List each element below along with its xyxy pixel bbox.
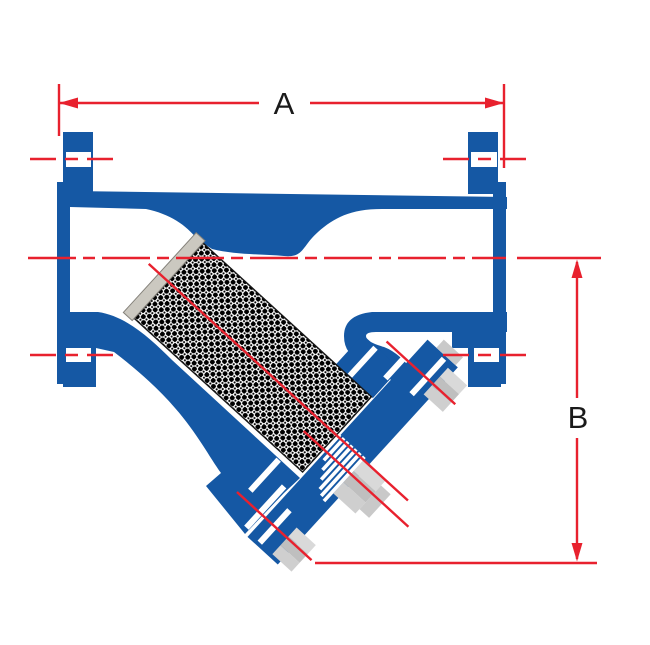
a-arrow-right — [485, 97, 504, 109]
wall-joint-slash — [248, 457, 281, 493]
cover-tip-nut — [436, 339, 464, 366]
drain-plug-threads — [318, 433, 366, 503]
wall-joint-slash — [347, 345, 378, 378]
cover-joint-slash — [409, 356, 447, 397]
drain-plug-tip — [359, 485, 391, 518]
cover-bolt-centerline-lower — [236, 491, 313, 562]
b-arrow-down — [571, 543, 583, 562]
drain-plug-head — [333, 460, 391, 518]
valve-body — [57, 132, 507, 534]
body-top-wall — [70, 191, 507, 257]
drain-plug-centerline — [302, 430, 410, 528]
dimension-b: B — [315, 256, 601, 565]
cover-bolt-nut-lower — [272, 527, 316, 572]
cover-bolt-centerline-upper — [385, 340, 457, 406]
left-top-bolt-hole — [66, 152, 91, 167]
branch-axis-centerline — [147, 262, 409, 502]
cover-bolt-nut-upper — [423, 339, 468, 412]
body-bottom-wall-left — [65, 312, 300, 534]
dim-b-label: B — [568, 400, 589, 435]
centerlines — [28, 157, 530, 562]
branch-assembly — [244, 334, 468, 572]
b-arrow-up — [571, 259, 583, 278]
dimension-a: A — [57, 84, 506, 168]
branch-ne-wall — [335, 334, 400, 399]
dim-a-label: A — [274, 86, 295, 121]
cover-joint-slash — [244, 484, 287, 530]
a-arrow-left — [59, 97, 78, 109]
left-bottom-bolt-hole — [66, 348, 91, 362]
